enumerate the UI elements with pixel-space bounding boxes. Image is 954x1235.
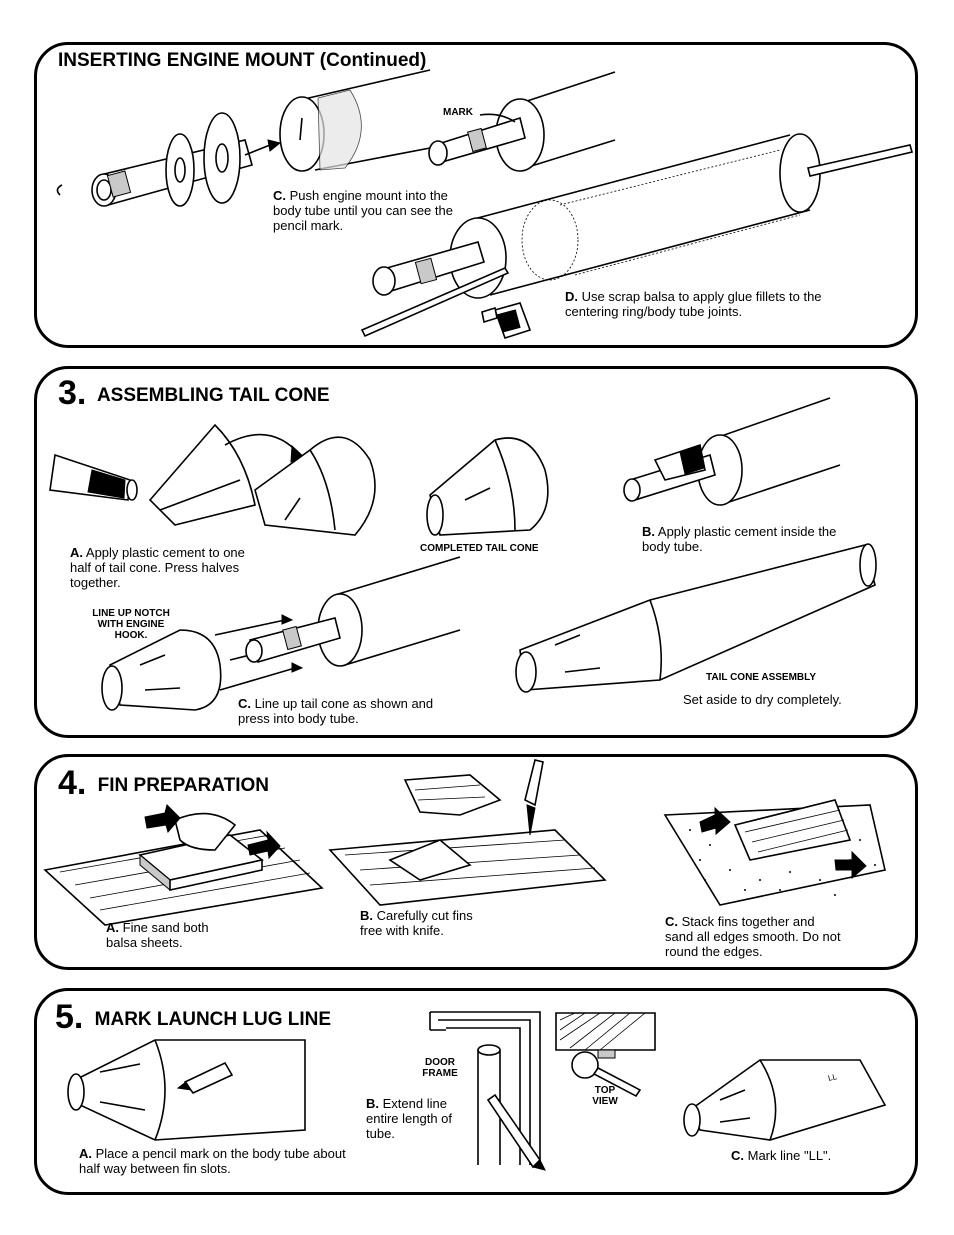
dry-note: Set aside to dry completely. <box>683 692 842 707</box>
section-title-text: FIN PREPARATION <box>97 775 269 796</box>
mark-label: MARK <box>443 107 473 118</box>
step-number: 3. <box>58 374 87 412</box>
sandpaper-drawing <box>665 800 885 905</box>
step-text: Fine sand both balsa sheets. <box>106 920 209 950</box>
step-number: 4. <box>58 764 87 802</box>
completed-tail-cone-label: COMPLETED TAIL CONE <box>420 543 539 554</box>
door-frame-drawing <box>556 1013 655 1096</box>
step-d-caption: D. Use scrap balsa to apply glue fillets… <box>565 289 830 319</box>
step-letter: B. <box>360 908 373 923</box>
step-a-caption: A. Fine sand both balsa sheets. <box>106 920 241 950</box>
section-title: 3. ASSEMBLING TAIL CONE <box>58 374 330 413</box>
arrow-icon <box>268 140 280 151</box>
step-text: Apply plastic cement inside the body tub… <box>642 524 837 554</box>
body-tube-drawing <box>429 72 615 171</box>
tail-cone-assembly-label: TAIL CONE ASSEMBLY <box>706 672 817 683</box>
step-letter: B. <box>366 1096 379 1111</box>
engine-mount-drawing <box>57 113 252 206</box>
body-tube-drawing <box>362 134 912 336</box>
step-letter: A. <box>70 545 83 560</box>
step-a-caption: A. Place a pencil mark on the body tube … <box>79 1146 349 1176</box>
step-letter: C. <box>665 914 678 929</box>
step-text: Push engine mount into the body tube unt… <box>273 188 453 233</box>
door-frame-drawing <box>430 1012 545 1170</box>
top-view-label: TOP VIEW <box>592 1085 618 1107</box>
tail-cone-drawing <box>150 425 375 535</box>
step-letter: D. <box>565 289 578 304</box>
tail-cone-drawing <box>68 1040 305 1140</box>
step-text: Use scrap balsa to apply glue fillets to… <box>565 289 822 319</box>
step-text: Mark line "LL". <box>747 1148 832 1163</box>
step-letter: C. <box>731 1148 744 1163</box>
section-title: INSERTING ENGINE MOUNT (Continued) <box>58 50 427 71</box>
step-text: Line up tail cone as shown and press int… <box>238 696 434 726</box>
notch-label: LINE UP NOTCH WITH ENGINE HOOK. <box>92 608 170 641</box>
step-b-caption: B. Extend line entire length of tube. <box>366 1096 456 1141</box>
hobby-knife-drawing <box>330 760 605 905</box>
step-text: Extend line entire length of tube. <box>366 1096 453 1141</box>
step-c-caption: C. Stack fins together and sand all edge… <box>665 914 845 959</box>
section-title-text: ASSEMBLING TAIL CONE <box>96 385 330 406</box>
body-tube-drawing <box>280 70 430 171</box>
step-c-caption: C. Mark line "LL". <box>731 1148 881 1163</box>
glue-bottle-icon <box>482 303 530 338</box>
body-tube-drawing <box>624 398 840 505</box>
step-text: Apply plastic cement to one half of tail… <box>70 545 245 590</box>
step-a-caption: A. Apply plastic cement to one half of t… <box>70 545 265 590</box>
pencil-icon <box>178 1063 232 1093</box>
door-frame-label: DOOR FRAME <box>422 1057 458 1079</box>
step-letter: A. <box>79 1146 92 1161</box>
cement-tube-icon <box>50 455 137 500</box>
section-title: 4. FIN PREPARATION <box>58 764 269 803</box>
step-c-caption: C. Push engine mount into the body tube … <box>273 188 473 233</box>
tail-cone-drawing <box>516 544 876 692</box>
section-title-text: MARK LAUNCH LUG LINE <box>94 1009 332 1030</box>
arrow-icon <box>245 145 270 155</box>
step-letter: C. <box>238 696 251 711</box>
step-b-caption: B. Apply plastic cement inside the body … <box>642 524 852 554</box>
step-b-caption: B. Carefully cut fins free with knife. <box>360 908 490 938</box>
step-letter: A. <box>106 920 119 935</box>
tail-cone-drawing <box>427 438 548 535</box>
step-c-caption: C. Line up tail cone as shown and press … <box>238 696 448 726</box>
step-text: Carefully cut fins free with knife. <box>360 908 473 938</box>
section-title: 5. MARK LAUNCH LUG LINE <box>55 998 331 1037</box>
ll-mark: LL <box>827 1072 838 1083</box>
sanding-block-drawing <box>45 805 322 925</box>
body-tube-drawing <box>246 557 460 666</box>
step-text: Place a pencil mark on the body tube abo… <box>79 1146 346 1176</box>
step-letter: C. <box>273 188 286 203</box>
step-number: 5. <box>55 998 84 1036</box>
tail-cone-drawing <box>102 615 302 710</box>
tail-cone-drawing <box>684 1060 885 1140</box>
step-text: Stack fins together and sand all edges s… <box>665 914 841 959</box>
step-letter: B. <box>642 524 655 539</box>
